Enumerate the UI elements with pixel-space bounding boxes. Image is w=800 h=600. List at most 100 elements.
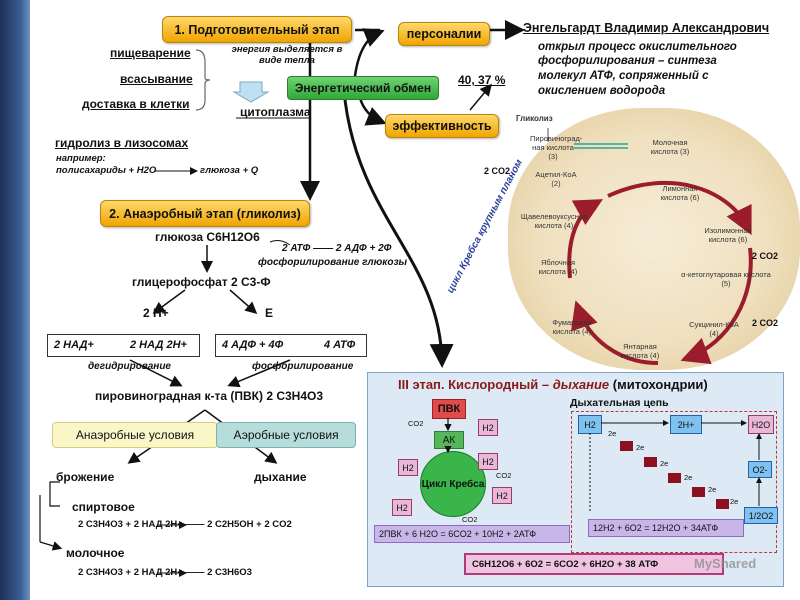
watermark: MyShared: [694, 556, 757, 571]
dehydrogenation-label: дегидрирование: [88, 361, 171, 372]
lactic-label: молочное: [66, 546, 125, 560]
krebs-acetyl: Ацетил-КоА (2): [535, 170, 577, 188]
personalia-label: персоналии: [406, 27, 482, 41]
adp-box: 4 АДФ + 4Ф 4 АТФ: [215, 334, 367, 357]
anaerobic-label: Анаэробные условия: [75, 428, 195, 442]
stage1-title: 1. Подготовительный этап: [174, 22, 340, 37]
h-label: 2 H+: [143, 306, 169, 320]
krebs-citric: Лимонная кислота (6): [660, 184, 700, 202]
h2-label-2: H2: [402, 462, 414, 473]
example-left: полисахариды + H2O: [56, 165, 157, 176]
phos-glucose: фосфорилирование глюкозы: [258, 257, 408, 268]
krebs-co2-2: 2 CO2: [752, 251, 779, 261]
anaerobic-box: Анаэробные условия: [52, 422, 218, 448]
krebs-co2-1: 2 CO2: [484, 166, 511, 176]
stage2-title: 2. Анаэробный этап (гликолиз): [109, 206, 301, 221]
nad-right: 2 НАД 2H+: [130, 339, 187, 351]
energy-exchange-box: Энергетический обмен: [287, 76, 439, 100]
stage3-title-c: (митохондрии): [609, 377, 708, 392]
krebs-fumaric: Фумаровая кислота (4): [552, 318, 592, 336]
alcoholic-label: спиртовое: [72, 500, 135, 514]
krebs-co2-3: 2 CO2: [752, 318, 779, 328]
chain-2h-label: 2H+: [677, 419, 695, 430]
nad-left: 2 НАД+: [54, 339, 94, 351]
efficiency-box: эффективность: [385, 114, 499, 138]
example-label: например:: [56, 153, 106, 164]
pvk-label: пировиноградная к-та (ПВК) 2 C3H4O3: [95, 389, 324, 403]
energy-exchange-label: Энергетический обмен: [294, 81, 432, 95]
e-6: 2e: [730, 497, 739, 506]
e-1: 2e: [608, 429, 617, 438]
total-eq: C6H12O6 + 6O2 = 6CO2 + 6H2O + 38 АТФ: [472, 558, 659, 570]
left-sidebar-bar: [0, 0, 30, 600]
nad-box: 2 НАД+ 2 НАД 2H+: [47, 334, 200, 357]
item-digestion: пищеварение: [110, 46, 191, 60]
h2-box-3: H2: [478, 453, 498, 470]
glucose-label: глюкоза C6H12O6: [155, 230, 260, 244]
chain-step-5: [716, 499, 729, 509]
krebs-malic: Яблочная кислота (4): [538, 258, 578, 276]
h2-box-2: H2: [398, 459, 418, 476]
personalia-box: персоналии: [398, 22, 490, 46]
h2-label-1: H2: [482, 422, 494, 433]
total-eq-box: C6H12O6 + 6O2 = 6CO2 + 6H2O + 38 АТФ: [464, 553, 724, 575]
pvk-box: ПВК: [432, 399, 466, 419]
atp-reaction: 2 АТФ —— 2 АДФ + 2Ф: [282, 243, 392, 254]
adp-left: 4 АДФ + 4Ф: [222, 339, 284, 351]
e-5: 2e: [708, 485, 717, 494]
krebs-cycle-label: Цикл Кребса: [421, 478, 485, 490]
respiration-label: дыхание: [254, 470, 307, 484]
chain-h2o-label: H2O: [751, 419, 771, 430]
phosphorylation-label: фосфорилирование: [252, 361, 354, 372]
krebs-glycolysis: Гликолиз: [516, 114, 553, 123]
eq-left-box: 2ПВК + 6 H2O = 6CO2 + 10H2 + 2АТФ: [374, 525, 570, 543]
stage3-title: III этап. Кислородный – дыхание (митохон…: [398, 377, 708, 392]
chain-step-2: [644, 457, 657, 467]
h2-label-4: H2: [496, 490, 508, 501]
person-desc-0: открыл процесс окислительного: [538, 41, 737, 53]
krebs-cycle-figure: Гликолиз Пировиноград-ная кислота (3) Мо…: [508, 108, 800, 370]
h2-box-4: H2: [492, 487, 512, 504]
glycerophosphate-label: глицерофосфат 2 C3-Ф: [132, 275, 271, 289]
item-delivery: доставка в клетки: [82, 97, 190, 111]
eq-right: 12H2 + 6O2 = 12H2O + 34АТФ: [593, 523, 719, 533]
e-2: 2e: [636, 443, 645, 452]
fermentation-label: брожение: [56, 470, 115, 484]
h2-label-3: H2: [482, 456, 494, 467]
krebs-pyruvate: Пировиноград-ная кислота (3): [530, 134, 583, 161]
eq-right-box: 12H2 + 6O2 = 12H2O + 34АТФ: [588, 519, 744, 537]
stage3-title-a: III этап. Кислородный –: [398, 377, 553, 392]
e-4: 2e: [684, 473, 693, 482]
chain-step-4: [692, 487, 705, 497]
chain-title: Дыхательная цепь: [570, 397, 669, 409]
efficiency-label: эффективность: [392, 119, 492, 133]
energy-note: энергия выделяется в виде тепла: [231, 44, 343, 66]
krebs-isocitric: Изолимонная кислота (6): [704, 226, 752, 244]
chain-frame: [571, 411, 777, 553]
stage2-title-box: 2. Анаэробный этап (гликолиз): [100, 200, 310, 227]
h2-box-1: H2: [478, 419, 498, 436]
chain-h2-label: H2: [584, 419, 596, 430]
example-right: глюкоза + Q: [200, 165, 259, 176]
stage3-arrows: [444, 418, 762, 513]
person-name: Энгельгардт Владимир Александрович: [523, 21, 770, 35]
chain-o2minus-label: O2-: [752, 464, 768, 475]
ak-label: АК: [442, 434, 456, 446]
krebs-cycle-circle: Цикл Кребса: [420, 451, 486, 517]
person-desc-1: фосфорилирования – синтеза: [538, 55, 717, 67]
stage3-panel: III этап. Кислородный – дыхание (митохон…: [367, 372, 784, 587]
chain-step-3: [668, 473, 681, 483]
alcoholic-eq: 2 C3H4O3 + 2 НАД 2H+ —— 2 C2H5OH + 2 CO2: [78, 519, 292, 530]
krebs-succinic: Янтарная кислота (4): [620, 342, 660, 360]
chain-half-o2: 1/2O2: [744, 507, 778, 524]
chain-step-1: [620, 441, 633, 451]
stage1-title-box: 1. Подготовительный этап: [162, 16, 352, 43]
aerobic-label: Аэробные условия: [233, 428, 339, 442]
cytoplasm-label: цитоплазма: [240, 105, 311, 119]
co2-3: CO2: [462, 515, 478, 524]
co2-2: CO2: [496, 471, 512, 480]
e-3: 2e: [660, 459, 669, 468]
h2-box-5: H2: [392, 499, 412, 516]
